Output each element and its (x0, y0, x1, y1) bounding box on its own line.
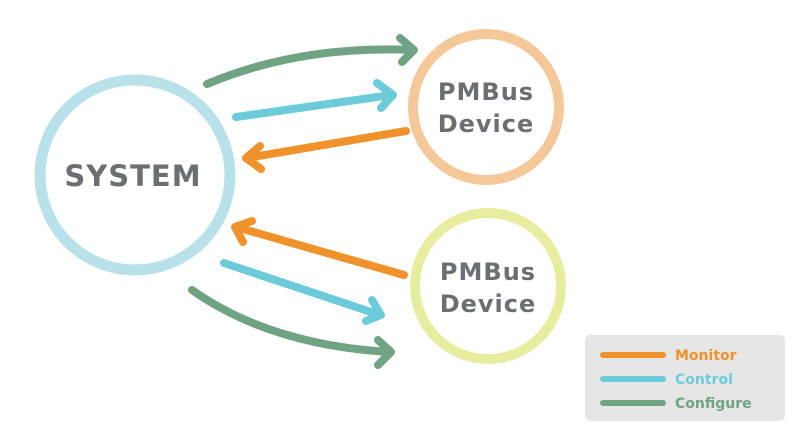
control-arrow-to-top-device (232, 79, 397, 121)
system-node: SYSTEM (34, 74, 236, 276)
configure-arrow-to-top-device (203, 34, 418, 88)
pmbus-device-bottom: PMBus Device (410, 208, 566, 364)
device-top-label-line1: PMBus (438, 78, 534, 106)
device-bottom-label-line1: PMBus (440, 258, 536, 286)
monitor-arrow-from-top-device (242, 127, 410, 173)
device-top-ring (408, 29, 564, 185)
system-ring (34, 74, 236, 276)
legend-label-control: Control (675, 372, 733, 388)
monitor-arrow-from-bottom-device (231, 217, 408, 279)
control-arrow-to-bottom-device (220, 259, 385, 325)
configure-arrow-to-bottom-device (188, 286, 395, 369)
legend-item-monitor: Monitor (600, 348, 737, 364)
legend-label-configure: Configure (675, 396, 752, 412)
legend-item-control: Control (600, 372, 733, 388)
system-label: SYSTEM (64, 159, 201, 193)
pmbus-device-top: PMBus Device (408, 29, 564, 185)
device-bottom-ring (410, 208, 566, 364)
legend: Monitor Control Configure (585, 335, 785, 421)
device-bottom-label-line2: Device (440, 290, 537, 318)
legend-item-configure: Configure (600, 396, 752, 412)
device-top-label-line2: Device (438, 110, 535, 138)
legend-label-monitor: Monitor (675, 348, 737, 364)
